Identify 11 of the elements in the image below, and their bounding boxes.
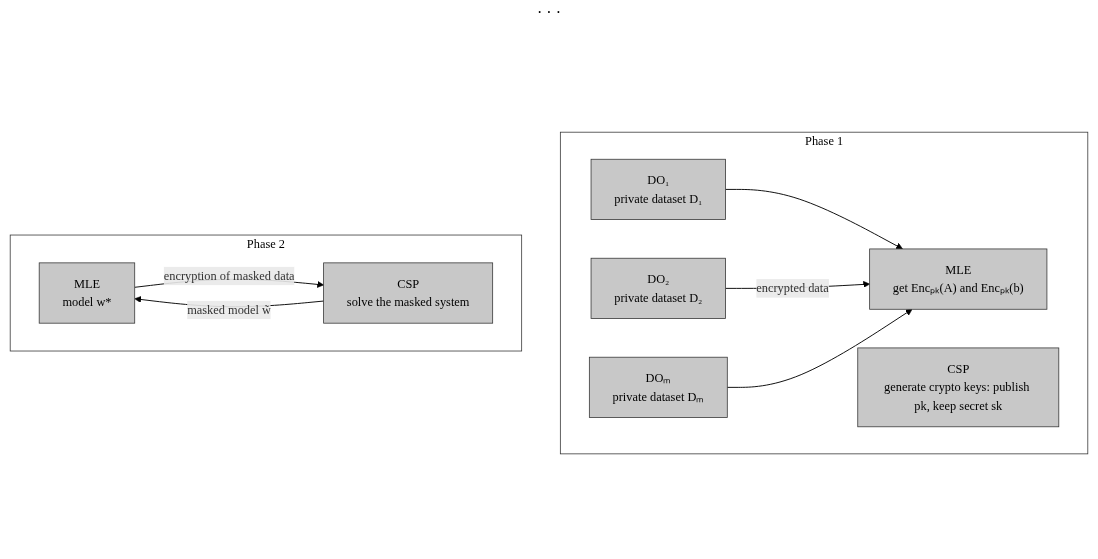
node-box: DO₂ private dataset D₂ (590, 258, 726, 320)
edge-label: encryption of masked data (163, 269, 295, 283)
edge-label: encrypted data (756, 281, 829, 296)
node-box: CSP generate crypto keys: publish pk, keep secret sk (857, 348, 1060, 428)
node-box: CSP solve the masked system (323, 262, 494, 325)
node-box: MLE model w* (38, 262, 136, 325)
node-box: DOₘ private dataset Dₘ (588, 357, 728, 419)
node-box: DO₁ private dataset D₁ (590, 159, 726, 221)
edge-label: masked model w̃ (187, 303, 271, 317)
ellipsis-text: · · · (537, 4, 561, 21)
node-box: MLE get Encₚₖ(A) and Encₚₖ(b) (869, 249, 1048, 311)
